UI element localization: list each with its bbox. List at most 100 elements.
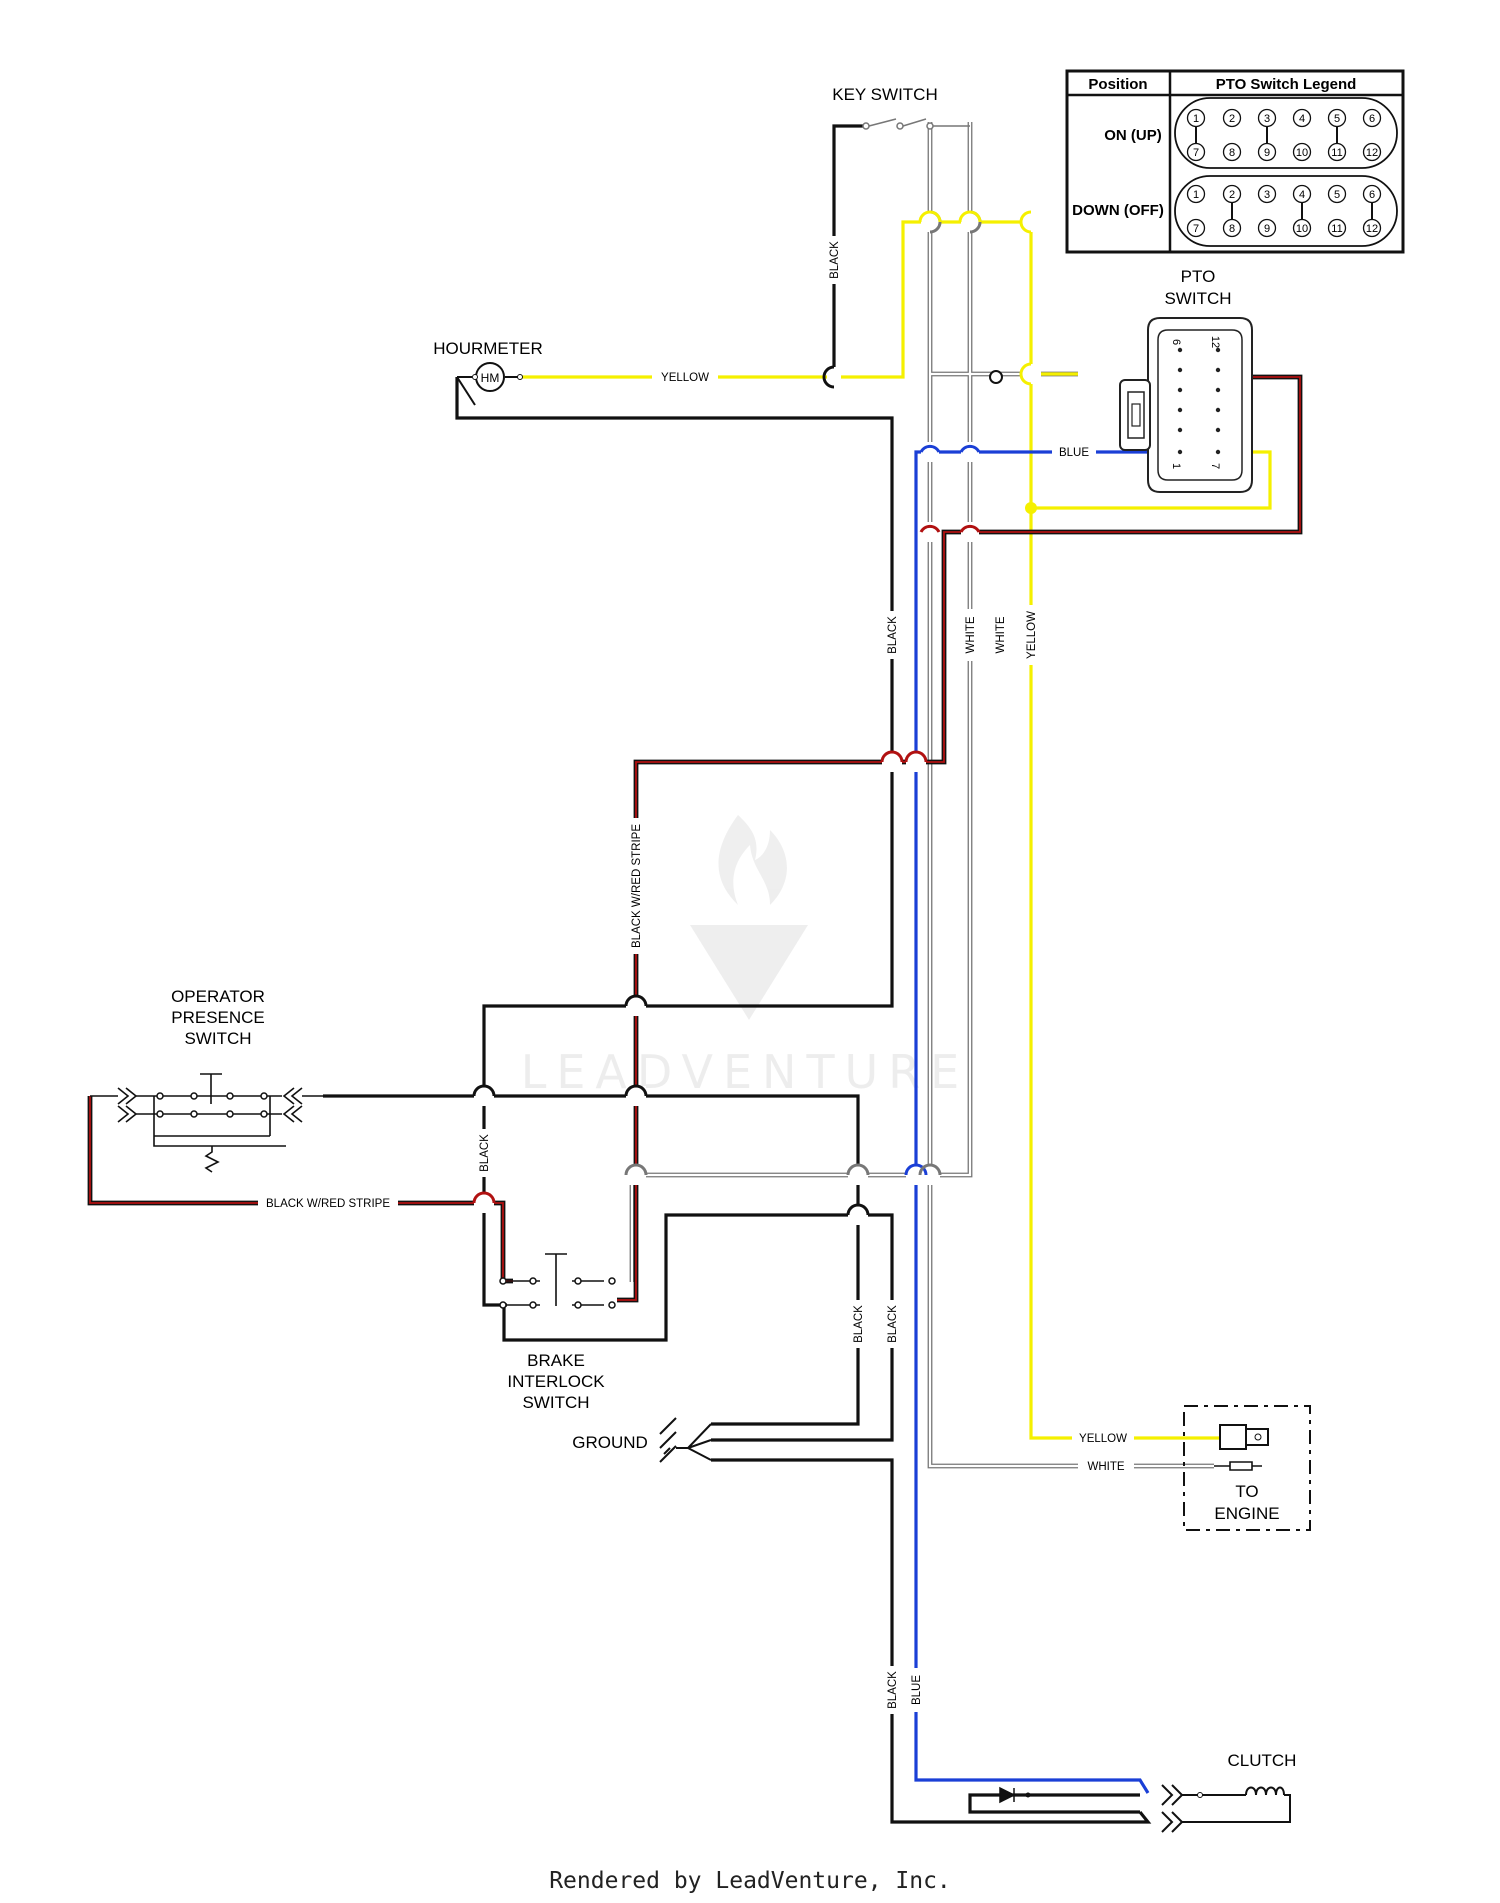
svg-text:2: 2: [1229, 189, 1235, 201]
svg-text:YELLOW: YELLOW: [661, 372, 709, 384]
brake-label-3: SWITCH: [522, 1393, 589, 1412]
wire-label-black-main: BLACK: [884, 611, 900, 659]
svg-text:WHITE: WHITE: [1087, 1461, 1124, 1473]
svg-text:12: 12: [1366, 223, 1378, 235]
svg-text:BLACK: BLACK: [887, 1671, 899, 1709]
operator-label-3: SWITCH: [184, 1029, 251, 1048]
pto-pin-1: 1: [1170, 463, 1182, 469]
legend-pin-circles: [1186, 108, 1382, 238]
svg-text:YELLOW: YELLOW: [1026, 611, 1038, 659]
svg-text:9: 9: [1264, 147, 1270, 159]
hourmeter-label: HOURMETER: [433, 339, 543, 358]
svg-text:BLACK: BLACK: [829, 241, 841, 279]
svg-text:BLACK: BLACK: [853, 1305, 865, 1343]
hourmeter: HOURMETER HM: [433, 339, 543, 392]
legend-row-down-label: DOWN (OFF): [1072, 202, 1164, 219]
svg-text:5: 5: [1334, 113, 1340, 125]
pto-pin-7: 7: [1209, 463, 1221, 469]
wire-crossover-hops: [474, 212, 1041, 1225]
svg-text:6: 6: [1369, 189, 1375, 201]
legend-header-position: Position: [1088, 76, 1147, 93]
wire-label-white-2: WHITE: [992, 609, 1008, 661]
to-engine-connector: TO ENGINE: [1183, 1405, 1311, 1531]
brake-interlock-switch: BRAKE INTERLOCK SWITCH: [499, 1253, 616, 1412]
svg-text:5: 5: [1334, 189, 1340, 201]
wire-label-yellow-main: YELLOW: [1023, 605, 1039, 665]
pto-pin-12: 12: [1209, 336, 1221, 348]
diode-symbol: [999, 1786, 1016, 1804]
brake-label-1: BRAKE: [527, 1351, 585, 1370]
svg-text:BLACK W/RED STRIPE: BLACK W/RED STRIPE: [631, 824, 643, 948]
svg-text:BLUE: BLUE: [1059, 447, 1089, 459]
wire-label-black-keyswitch: BLACK: [826, 236, 842, 284]
svg-text:BLUE: BLUE: [911, 1675, 923, 1705]
svg-text:BLACK: BLACK: [479, 1134, 491, 1172]
wire-hop-arcs: [472, 210, 1032, 1216]
to-engine-label-2: ENGINE: [1214, 1504, 1279, 1523]
key-switch-label: KEY SWITCH: [832, 85, 937, 104]
svg-text:9: 9: [1264, 223, 1270, 235]
black-wires: [323, 124, 1152, 1824]
pto-switch: PTO SWITCH 6 12 1 7: [1119, 267, 1253, 493]
operator-label-2: PRESENCE: [171, 1008, 265, 1027]
svg-text:BLACK W/RED STRIPE: BLACK W/RED STRIPE: [266, 1198, 390, 1210]
operator-label-1: OPERATOR: [171, 987, 265, 1006]
svg-text:11: 11: [1331, 147, 1342, 159]
pto-pin-6: 6: [1170, 339, 1182, 345]
clutch: CLUTCH: [999, 1751, 1297, 1833]
ground-label: GROUND: [572, 1433, 648, 1452]
wire-label-blue-clutch: BLUE: [908, 1668, 924, 1712]
svg-text:YELLOW: YELLOW: [1079, 1433, 1127, 1445]
wire-label-black-ground-2: BLACK: [884, 1300, 900, 1348]
footer-credit: Rendered by LeadVenture, Inc.: [549, 1868, 951, 1894]
wire-labels: BLACK YELLOW BLUE BLACK WHITE WHITE YELL…: [258, 236, 1134, 1714]
to-engine-label-1: TO: [1235, 1482, 1258, 1501]
svg-text:12: 12: [1366, 147, 1378, 159]
operator-presence-switch: OPERATOR PRESENCE SWITCH: [90, 987, 323, 1173]
legend-pin-numbers: 1 2 3 4 5 6 7 8 9 10 11 12 1 2 3 4 5 6 7…: [1193, 113, 1378, 235]
svg-text:WHITE: WHITE: [995, 616, 1007, 653]
wire-label-white-engine: WHITE: [1078, 1458, 1134, 1474]
wire-label-black-clutch: BLACK: [884, 1666, 900, 1714]
splice-node: [989, 370, 1003, 384]
svg-text:WHITE: WHITE: [965, 616, 977, 653]
svg-text:7: 7: [1193, 223, 1199, 235]
wire-label-yellow-engine: YELLOW: [1072, 1430, 1134, 1446]
svg-text:11: 11: [1331, 223, 1342, 235]
blue-wires: [914, 450, 1178, 1794]
svg-text:10: 10: [1296, 147, 1308, 159]
wire-label-white-1: WHITE: [962, 609, 978, 661]
black-red-stripe-wires: [87, 374, 1303, 1303]
brake-label-2: INTERLOCK: [507, 1372, 605, 1391]
clutch-label: CLUTCH: [1228, 1751, 1297, 1770]
svg-text:2: 2: [1229, 113, 1235, 125]
svg-text:1: 1: [1193, 189, 1199, 201]
svg-text:6: 6: [1369, 113, 1375, 125]
svg-text:BLACK: BLACK: [887, 1305, 899, 1343]
watermark: LEADVENTURE: [521, 815, 970, 1099]
legend-row-on-label: ON (UP): [1104, 127, 1162, 144]
wire-label-blue-pto: BLUE: [1052, 444, 1096, 460]
wire-label-black-red-stripe-horizontal: BLACK W/RED STRIPE: [258, 1195, 398, 1211]
svg-text:1: 1: [1193, 113, 1199, 125]
pto-switch-label-2: SWITCH: [1164, 289, 1231, 308]
svg-text:8: 8: [1229, 147, 1235, 159]
hourmeter-symbol: HM: [481, 371, 500, 385]
wire-label-black-ground-1: BLACK: [850, 1300, 866, 1348]
svg-text:10: 10: [1296, 223, 1308, 235]
legend-header-title: PTO Switch Legend: [1216, 76, 1357, 93]
key-switch: KEY SWITCH: [832, 85, 970, 130]
white-wires: [629, 122, 1214, 1469]
pto-switch-label-1: PTO: [1181, 267, 1216, 286]
svg-text:7: 7: [1193, 147, 1199, 159]
svg-text:3: 3: [1264, 113, 1270, 125]
svg-text:3: 3: [1264, 189, 1270, 201]
svg-text:4: 4: [1299, 189, 1305, 201]
svg-text:BLACK: BLACK: [887, 616, 899, 654]
wire-label-black-operator: BLACK: [476, 1129, 492, 1177]
svg-text:4: 4: [1299, 113, 1305, 125]
watermark-text: LEADVENTURE: [521, 1045, 970, 1099]
pto-legend: Position PTO Switch Legend ON (UP) DOWN …: [1065, 69, 1405, 254]
ground-symbol: GROUND: [572, 1417, 712, 1463]
